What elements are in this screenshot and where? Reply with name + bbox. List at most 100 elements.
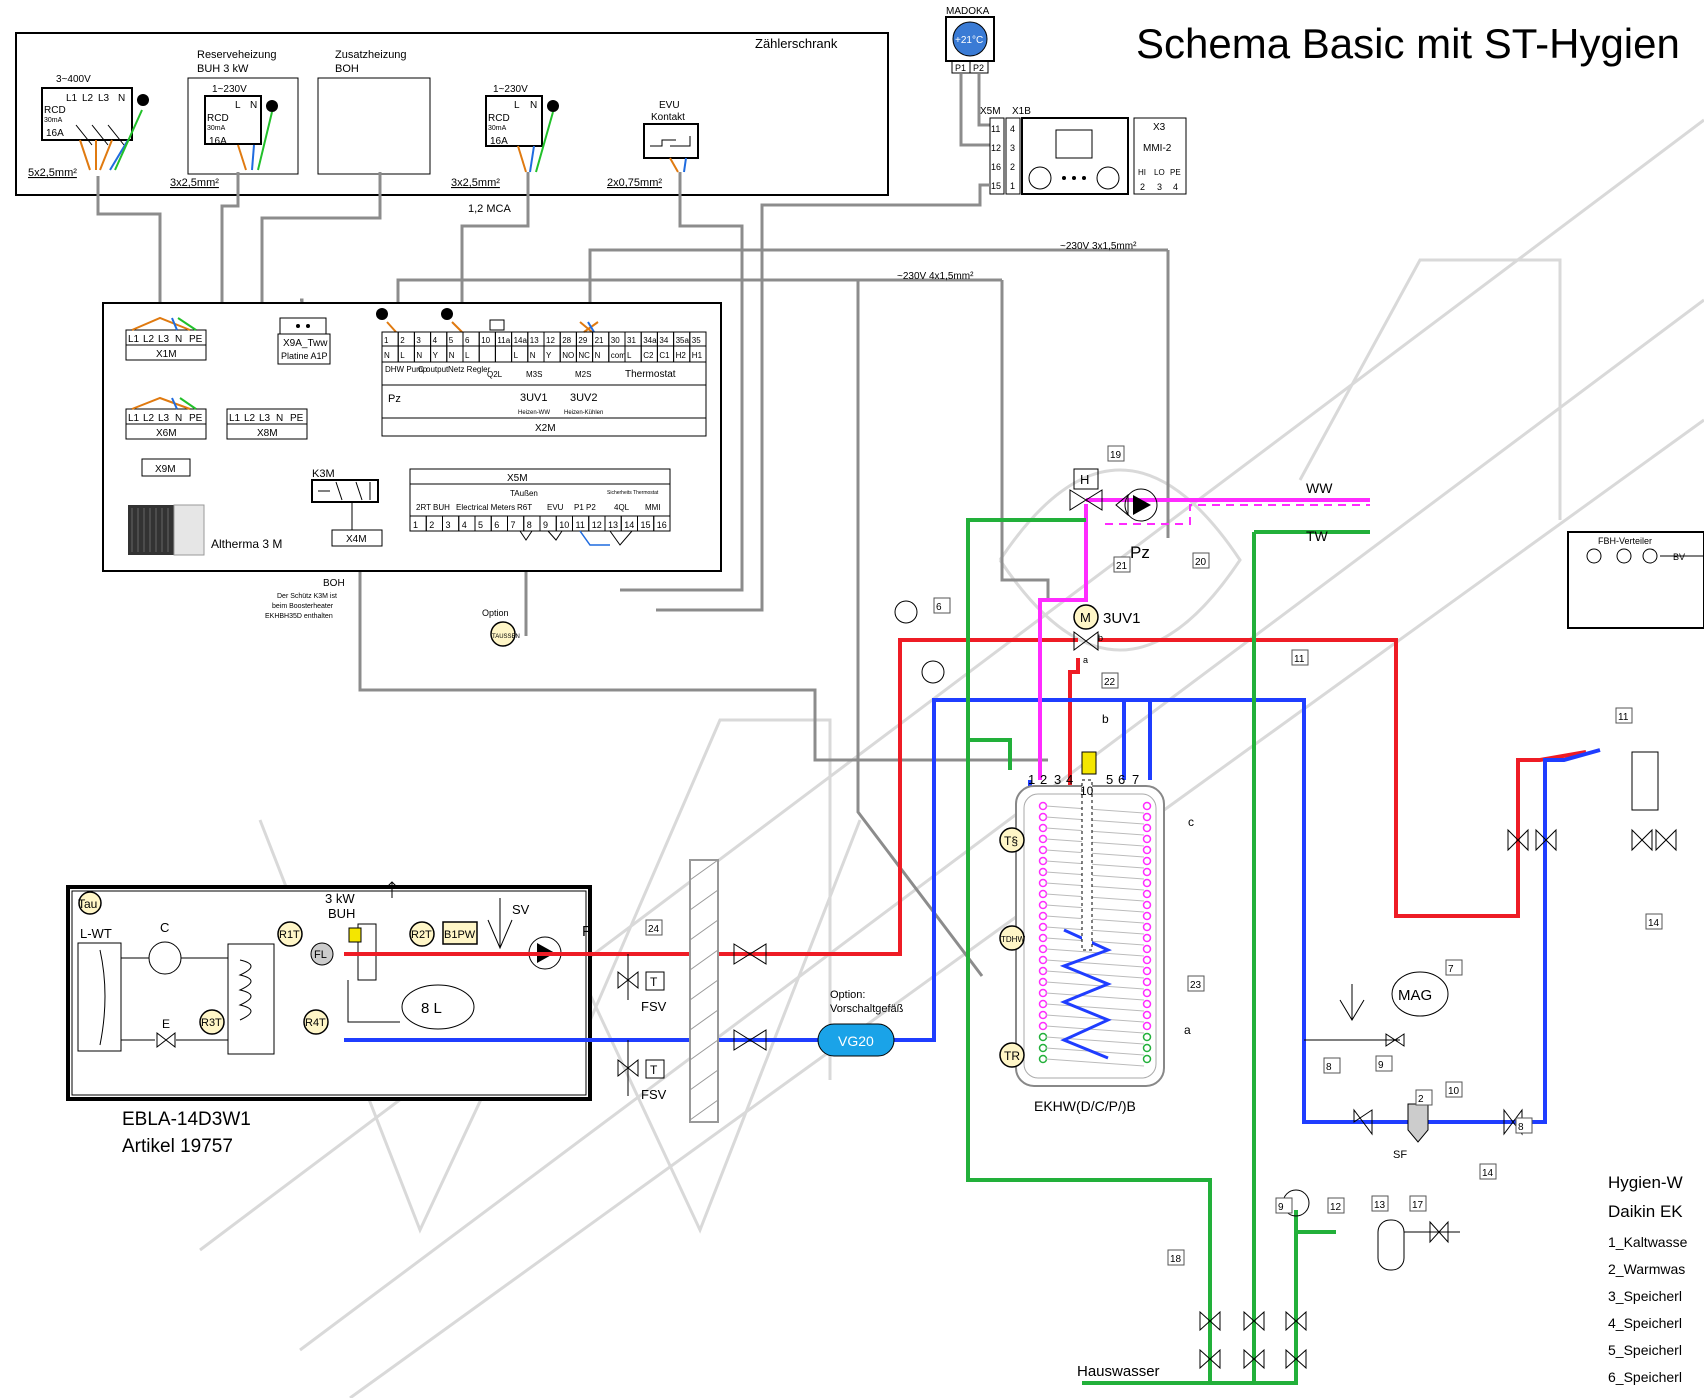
tank-coil-line bbox=[1045, 827, 1145, 836]
madoka-display bbox=[952, 21, 988, 57]
svg-text:L2: L2 bbox=[244, 413, 256, 424]
svg-text:3: 3 bbox=[1054, 772, 1061, 787]
svg-text:L-WT: L-WT bbox=[80, 926, 112, 941]
tag-box bbox=[1615, 707, 1633, 724]
tag-number: 10 bbox=[1448, 1086, 1460, 1097]
svg-text:a: a bbox=[1184, 1023, 1191, 1037]
svg-text:L1: L1 bbox=[66, 93, 78, 104]
svg-text:6: 6 bbox=[1118, 772, 1125, 787]
svg-text:1: 1 bbox=[1010, 181, 1015, 191]
tag-box bbox=[1107, 445, 1125, 462]
svg-text:Platine A1P: Platine A1P bbox=[281, 351, 328, 361]
tag-box bbox=[1275, 1197, 1293, 1214]
svg-text:4QL: 4QL bbox=[614, 503, 630, 512]
svg-text:Sicherheits Thermostat: Sicherheits Thermostat bbox=[607, 490, 659, 496]
x5m-pin-number: 5 bbox=[478, 520, 483, 530]
svg-text:PE: PE bbox=[189, 334, 203, 345]
tank-coil-dot bbox=[1142, 845, 1152, 855]
x2m-pin-number: 14a bbox=[514, 336, 528, 345]
svg-text:30mA: 30mA bbox=[44, 117, 63, 124]
svg-text:EBLA-14D3W1: EBLA-14D3W1 bbox=[122, 1109, 251, 1130]
x2m-pin-number: 35 bbox=[692, 336, 701, 345]
tank-coil-line bbox=[1045, 926, 1145, 935]
svg-text:Pz: Pz bbox=[1130, 543, 1150, 562]
svg-text:X1B: X1B bbox=[1012, 106, 1031, 117]
x5m-pin-cell bbox=[653, 515, 671, 532]
terminal-x1m: L1 L2 L3 N PE X1M bbox=[125, 316, 207, 361]
svg-text:1~230V: 1~230V bbox=[212, 84, 247, 95]
svg-text:VG20: VG20 bbox=[838, 1033, 874, 1049]
hydraulic-components: T FSV T FSV Option: Vorschaltgefäß VG20 … bbox=[617, 468, 1704, 1380]
svg-text:T§: T§ bbox=[1004, 834, 1018, 848]
svg-text:N: N bbox=[276, 413, 283, 424]
svg-text:L1: L1 bbox=[128, 334, 140, 345]
svg-text:6_Speicherl: 6_Speicherl bbox=[1608, 1369, 1682, 1385]
legend: Hygien-W Daikin EK 1_Kaltwasse 2_Warmwas… bbox=[1608, 1173, 1688, 1385]
svg-text:Vorschaltgefäß: Vorschaltgefäß bbox=[830, 1003, 904, 1015]
svg-text:Kontakt: Kontakt bbox=[651, 112, 685, 123]
tank-coil-dot bbox=[1142, 911, 1152, 921]
svg-text:3: 3 bbox=[1010, 143, 1015, 153]
svg-text:+21°C: +21°C bbox=[955, 35, 983, 46]
tank-coil-dot bbox=[1142, 966, 1152, 976]
vg20-vessel bbox=[817, 1023, 895, 1057]
svg-text:X9M: X9M bbox=[155, 464, 176, 475]
tank-coil-line bbox=[1045, 849, 1145, 858]
outdoor-unit-hydraulics: Tau L-WT C E R3T R1T FL R4T 3 kW BUH R2T… bbox=[66, 881, 592, 1157]
svg-text:P1: P1 bbox=[955, 63, 966, 73]
svg-text:Zusatzheizung: Zusatzheizung bbox=[335, 49, 407, 61]
tag-number: 18 bbox=[1170, 1254, 1182, 1265]
tank-coil-dot bbox=[1142, 834, 1152, 844]
svg-text:M2S: M2S bbox=[575, 370, 591, 379]
tank-coil-dot bbox=[1142, 1021, 1152, 1031]
tag-number: 22 bbox=[1104, 677, 1116, 688]
svg-text:4_Speicherl: 4_Speicherl bbox=[1608, 1315, 1682, 1331]
svg-text:15: 15 bbox=[991, 181, 1001, 191]
tank-coil-dot bbox=[1142, 944, 1152, 954]
svg-text:X1M: X1M bbox=[156, 349, 177, 360]
svg-text:N: N bbox=[175, 413, 182, 424]
svg-text:SF: SF bbox=[1393, 1149, 1407, 1161]
svg-text:EVU: EVU bbox=[547, 503, 564, 512]
svg-text:X9A_Tww: X9A_Tww bbox=[283, 338, 328, 349]
x2m-pin-number: 6 bbox=[465, 336, 470, 345]
svg-text:C output: C output bbox=[418, 365, 449, 374]
svg-text:L2: L2 bbox=[82, 93, 94, 104]
meter-cabinet-label: Zählerschrank bbox=[755, 36, 838, 51]
svg-text:Altherma 3 M: Altherma 3 M bbox=[211, 537, 282, 551]
svg-text:SV: SV bbox=[512, 902, 530, 917]
svg-text:L: L bbox=[235, 100, 241, 111]
altherma-wiring-box: L1 L2 L3 N PE X1M X9A_Tww Platine A1P L1… bbox=[102, 302, 722, 647]
x5m-pin-number: 6 bbox=[494, 520, 499, 530]
x5m-pin-number: 7 bbox=[511, 520, 516, 530]
x2m-pin-letter: N bbox=[416, 351, 422, 360]
svg-text:2: 2 bbox=[1040, 772, 1047, 787]
tag-box bbox=[1409, 1195, 1427, 1212]
tag-number: 20 bbox=[1195, 557, 1207, 568]
tag-box bbox=[645, 919, 663, 936]
svg-text:Artikel 19757: Artikel 19757 bbox=[122, 1136, 233, 1157]
svg-text:MMI-2: MMI-2 bbox=[1143, 143, 1172, 154]
x2m-pin-number: 34 bbox=[659, 336, 668, 345]
svg-text:R3T: R3T bbox=[201, 1017, 222, 1029]
x2m-pin-letter: C2 bbox=[643, 351, 654, 360]
svg-text:16A: 16A bbox=[209, 136, 227, 147]
svg-text:K3M: K3M bbox=[312, 468, 335, 480]
tank-coil-dot bbox=[1142, 977, 1152, 987]
svg-text:Electrical Meters: Electrical Meters bbox=[456, 503, 515, 512]
tag-box bbox=[1101, 672, 1119, 689]
tank-coil-line bbox=[1045, 816, 1145, 825]
x2m-pin-letter: N bbox=[530, 351, 536, 360]
tank-coil-line bbox=[1045, 1036, 1145, 1045]
svg-text:RCD: RCD bbox=[488, 113, 510, 124]
x2m-pin-number: 13 bbox=[530, 336, 539, 345]
svg-text:~230V 4x1,5mm²: ~230V 4x1,5mm² bbox=[897, 271, 974, 282]
svg-text:X5M: X5M bbox=[507, 473, 528, 484]
x2m-pin-letter: L bbox=[400, 351, 405, 360]
tank-coil-dot bbox=[1142, 856, 1152, 866]
svg-text:3: 3 bbox=[1157, 182, 1162, 192]
svg-text:Hygien-W: Hygien-W bbox=[1608, 1173, 1683, 1192]
svg-text:1~230V: 1~230V bbox=[493, 84, 528, 95]
svg-text:WW: WW bbox=[1306, 480, 1333, 496]
tank-coil-dot bbox=[1142, 889, 1152, 899]
